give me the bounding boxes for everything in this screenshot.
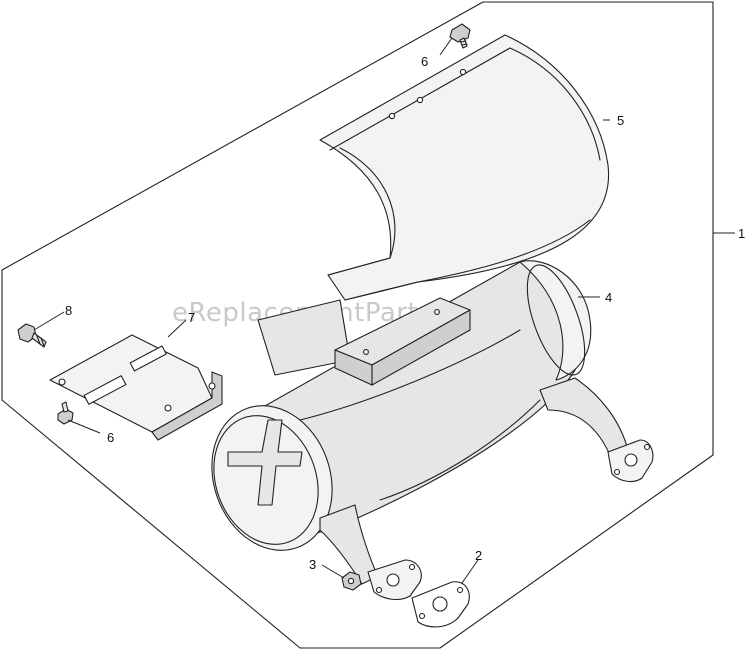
leader-lines	[33, 37, 735, 584]
heat-shield	[319, 34, 610, 301]
callout-6-lower: 6	[107, 430, 114, 445]
mounting-bracket	[49, 334, 223, 441]
callout-1: 1	[738, 226, 745, 241]
nut	[341, 571, 362, 591]
callout-3: 3	[309, 557, 316, 572]
muffler	[211, 260, 654, 601]
callout-7: 7	[188, 310, 195, 325]
callout-8: 8	[65, 303, 72, 318]
callout-4: 4	[605, 290, 612, 305]
screw-top	[449, 23, 471, 49]
callout-6-top: 6	[421, 54, 428, 69]
bolt	[17, 323, 47, 348]
gasket	[411, 581, 470, 628]
callout-5: 5	[617, 113, 624, 128]
callout-2: 2	[475, 548, 482, 563]
kit-boundary-outline	[1, 1, 714, 649]
